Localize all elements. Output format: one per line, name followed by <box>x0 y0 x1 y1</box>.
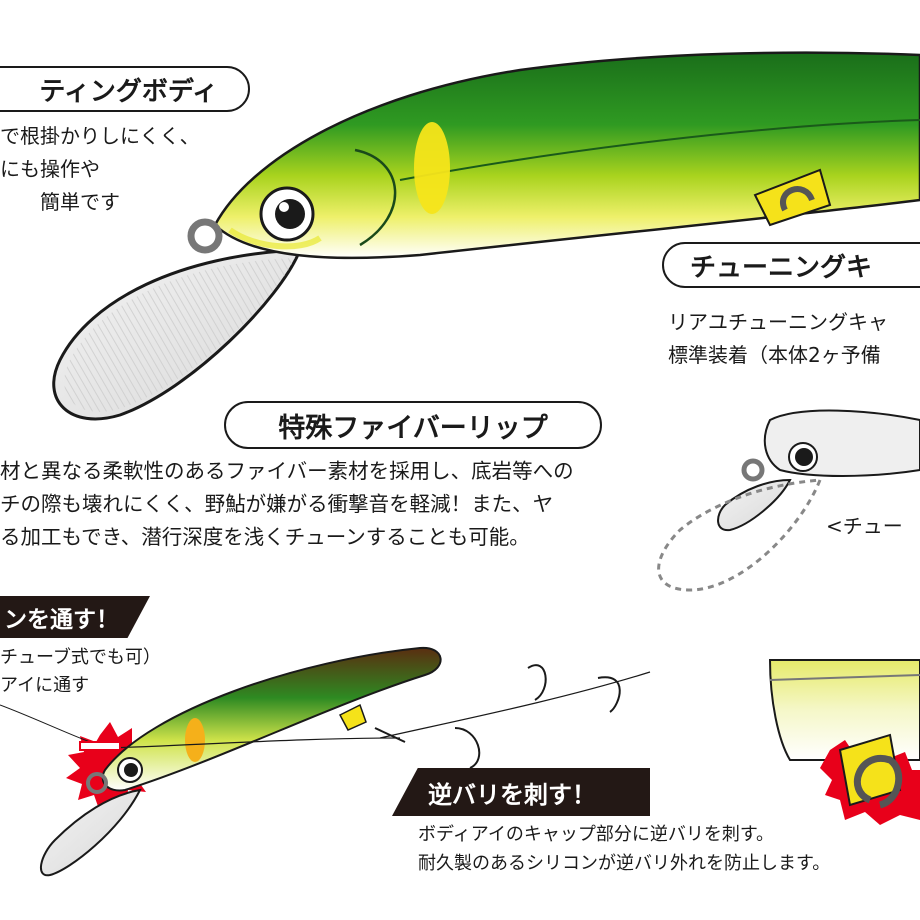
tuning-cap-title: チューニングキ <box>662 242 920 288</box>
tune-caption: <チュー <box>826 514 903 538</box>
outline-lure-shape <box>657 409 920 592</box>
small-lure-shape <box>0 646 651 877</box>
tuning-cap-description: リアユチューニングキャ 標準装着（本体2ヶ予備 <box>668 306 888 372</box>
fiber-lip-line-1: 材と異なる柔軟性のあるファイバー素材を採用し、底岩等への <box>0 459 574 483</box>
thread-line-line-2: アイに通す <box>0 675 90 696</box>
tuning-cap-shape <box>753 168 832 227</box>
barb-line-1: ボディアイのキャップ部分に逆バリを刺す。 <box>418 824 775 845</box>
barb-title-text: 逆バリを刺す！ <box>428 780 596 809</box>
thread-line-title-text: ンを通す！ <box>4 607 119 633</box>
thread-line-line-1: チューブ式でも可） <box>0 647 161 668</box>
tuning-cap-line-2: 標準装着（本体2ヶ予備 <box>668 343 881 367</box>
diving-body-line-2: にも操作や <box>0 157 100 181</box>
fiber-lip-title: 特殊ファイバーリップ <box>224 401 602 449</box>
barb-title: 逆バリを刺す！ <box>392 768 650 816</box>
diving-body-line-1: で根掛かりしにくく、 <box>0 124 200 148</box>
fiber-lip-description: 材と異なる柔軟性のあるファイバー素材を採用し、底岩等への チの際も壊れにくく、野… <box>0 455 574 554</box>
diving-body-title-text: ティングボディ <box>39 76 218 107</box>
diving-body-description: で根掛かりしにくく、 にも操作や 簡単です <box>0 120 200 219</box>
fiber-lip-line-2: チの際も壊れにくく、野鮎が嫌がる衝撃音を軽減！また、ヤ <box>0 492 554 516</box>
fiber-lip-shape <box>52 248 303 421</box>
barb-line-2: 耐久製のあるシリコンが逆バリ外れを防止します。 <box>418 853 831 874</box>
tuning-cap-title-text: チューニングキ <box>690 252 873 283</box>
tuning-cap-line-1: リアユチューニングキャ <box>668 310 888 334</box>
thread-line-description: チューブ式でも可） アイに通す <box>0 644 161 700</box>
diving-body-line-3: 簡単です <box>40 190 120 214</box>
fiber-lip-title-text: 特殊ファイバーリップ <box>278 412 548 444</box>
detail-lure-shape <box>768 659 920 825</box>
thread-line-title: ンを通す！ <box>0 596 150 638</box>
barb-description: ボディアイのキャップ部分に逆バリを刺す。 耐久製のあるシリコンが逆バリ外れを防止… <box>418 820 830 878</box>
fiber-lip-line-3: る加工もでき、潜行深度を浅くチューンすることも可能。 <box>0 525 530 549</box>
diving-body-title: ティングボディ <box>0 66 250 112</box>
